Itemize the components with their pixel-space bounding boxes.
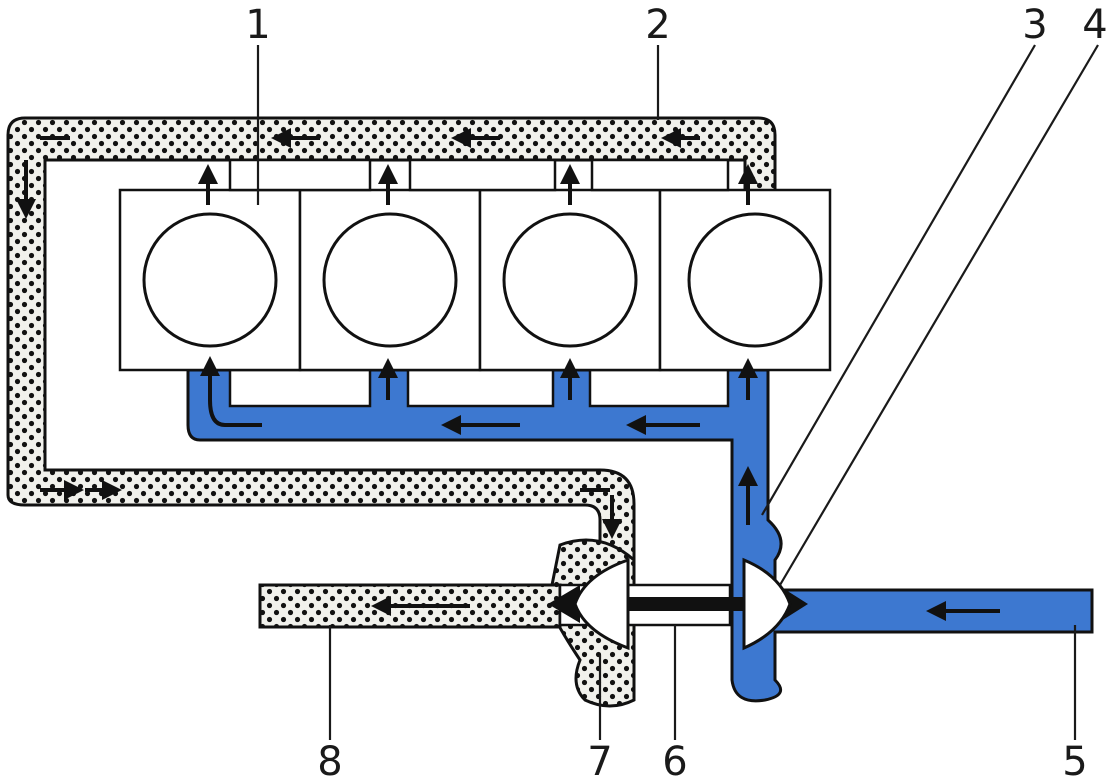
engine-block (118, 158, 832, 372)
leader-3 (761, 44, 1036, 516)
leader-4 (779, 44, 1099, 586)
intake-runner-gap-2 (406, 368, 555, 408)
exhaust-port-gap-2 (408, 158, 557, 192)
compressor-wheel (742, 557, 792, 651)
intake-runner-gap-3 (588, 368, 730, 408)
leader-lines (256, 44, 1099, 740)
exhaust-port-gap-3 (590, 158, 730, 192)
label-6: 6 (662, 739, 687, 782)
part-labels: 1 2 3 4 5 6 7 8 (245, 2, 1107, 782)
turbine-wheel (573, 557, 630, 651)
cylinder-2 (322, 212, 458, 348)
cylinder-1 (142, 212, 278, 348)
cylinder-3 (502, 212, 638, 348)
label-1: 1 (245, 2, 270, 48)
label-2: 2 (645, 2, 670, 48)
label-4: 4 (1082, 2, 1107, 48)
exhaust-port-gap-1 (228, 158, 372, 192)
intake-duct (186, 368, 1094, 703)
label-8: 8 (317, 739, 342, 782)
intake-runner-gap-1 (228, 368, 372, 408)
flow-arrows (16, 128, 1000, 621)
intake-path (186, 368, 1094, 703)
label-3: 3 (1022, 2, 1047, 48)
label-7: 7 (587, 739, 612, 782)
label-5: 5 (1062, 739, 1087, 782)
cylinder-4 (687, 212, 823, 348)
